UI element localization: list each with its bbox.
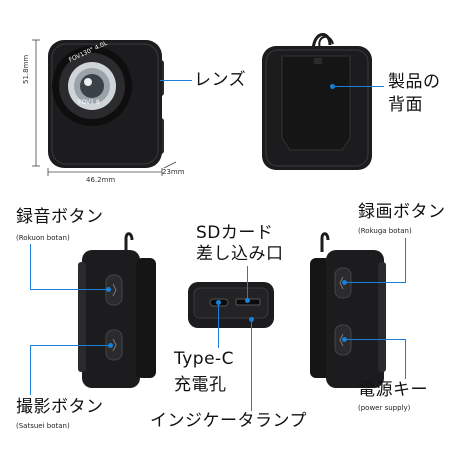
record-audio-sub: (Rokuon botan) [16, 234, 70, 242]
typec-label-line2: 充電孔 [174, 375, 227, 395]
shoot-dot [108, 343, 113, 348]
indicator-leader [251, 319, 253, 411]
record-audio-leader-h [30, 289, 108, 291]
power-leader-h [344, 339, 406, 341]
shoot-leader-h [30, 345, 110, 347]
lens-leader [160, 80, 192, 82]
sd-label-line1: SDカード [196, 223, 274, 243]
width-dimension: 46.2mm [86, 176, 116, 184]
shoot-sub: (Satsuei botan) [16, 422, 70, 430]
record-video-label: 録画ボタン [358, 202, 446, 222]
sd-label-line2: 差し込み口 [196, 244, 284, 264]
record-audio-label: 録音ボタン [16, 207, 104, 227]
power-leader-v [405, 339, 407, 379]
record-video-dot [342, 280, 347, 285]
shoot-label: 撮影ボタン [16, 397, 104, 417]
back-label-line2: 背面 [388, 95, 423, 115]
typec-leader [218, 302, 220, 348]
indicator-label: インジケータランプ [150, 411, 307, 431]
record-video-leader-v [405, 238, 407, 282]
typec-label-line1: Type-C [174, 349, 235, 369]
record-video-sub: (Rokuga botan) [358, 227, 412, 235]
back-label-line1: 製品の [388, 72, 441, 92]
shoot-leader-v [30, 345, 32, 395]
sd-dot [245, 298, 250, 303]
sd-leader [247, 266, 249, 300]
power-label: 電源キー [358, 380, 428, 400]
back-leader [332, 86, 384, 88]
record-video-leader-h [344, 282, 406, 284]
lens-label: レンズ [194, 70, 247, 90]
record-audio-dot [106, 287, 111, 292]
depth-dimension: 23mm [162, 168, 185, 176]
lens-print-bottom: FOV1.8 [78, 99, 100, 106]
record-audio-leader-v [30, 244, 32, 289]
power-sub: (power supply) [358, 404, 411, 412]
